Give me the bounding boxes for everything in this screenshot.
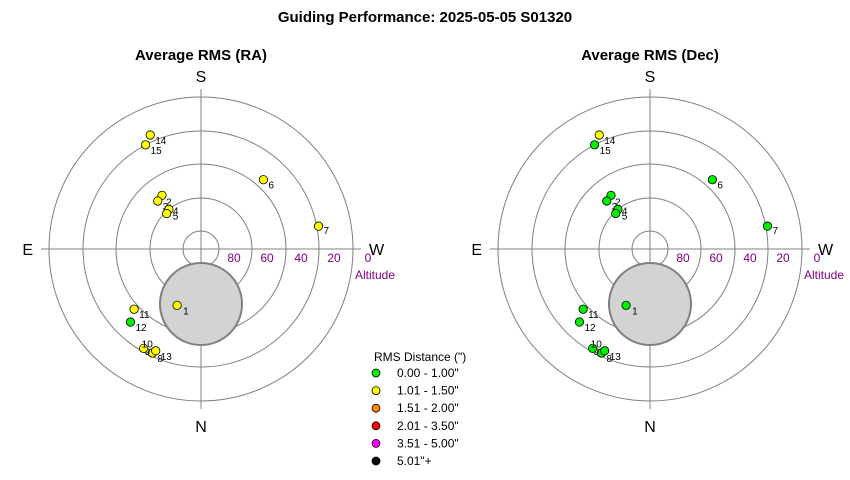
altitude-tick-label: 80 bbox=[227, 251, 241, 265]
direction-left: E bbox=[22, 242, 33, 259]
legend-swatch bbox=[371, 368, 381, 378]
data-point bbox=[153, 196, 163, 206]
direction-left: E bbox=[471, 242, 482, 259]
data-point bbox=[600, 346, 610, 356]
altitude-axis-label: Altitude bbox=[804, 268, 844, 282]
data-point-label: 2 bbox=[166, 197, 172, 208]
altitude-tick-label: 20 bbox=[327, 251, 341, 265]
legend: RMS Distance (") 0.00 - 1.00" 1.01 - 1.50"… bbox=[371, 350, 466, 468]
legend-swatch bbox=[371, 421, 381, 431]
direction-bottom: N bbox=[644, 419, 656, 436]
excluded-region-disc bbox=[159, 262, 243, 346]
legend-title: RMS Distance (") bbox=[374, 350, 466, 364]
excluded-region-disc bbox=[608, 262, 692, 346]
page-title: Guiding Performance: 2025-05-05 S01320 bbox=[277, 9, 573, 26]
data-point-label: 10 bbox=[142, 339, 154, 350]
data-point bbox=[129, 304, 139, 314]
legend-item-label: 1.01 - 1.50" bbox=[397, 384, 459, 398]
data-point-label: 8 bbox=[158, 354, 164, 365]
data-point-label: 6 bbox=[717, 181, 723, 192]
legend-swatch bbox=[371, 403, 381, 413]
data-point bbox=[762, 221, 773, 231]
data-point-label: 15 bbox=[600, 146, 612, 157]
data-point bbox=[258, 175, 268, 185]
chart-title: Average RMS (RA) bbox=[135, 47, 267, 64]
data-point-label: 5 bbox=[173, 212, 179, 223]
data-point bbox=[141, 140, 151, 150]
data-point-label: 2 bbox=[615, 197, 621, 208]
data-point bbox=[139, 343, 149, 353]
data-point-label: 9 bbox=[145, 347, 151, 358]
data-point-label: 13 bbox=[610, 352, 622, 363]
data-point-label: 9 bbox=[594, 347, 600, 358]
altitude-tick-label: 40 bbox=[294, 251, 308, 265]
legend-item-label: 1.51 - 2.00" bbox=[397, 401, 459, 415]
legend-swatch bbox=[371, 438, 381, 448]
direction-bottom: N bbox=[195, 419, 207, 436]
altitude-axis-label: Altitude bbox=[355, 268, 395, 282]
data-point-label: 4 bbox=[622, 206, 628, 217]
altitude-tick-label: 60 bbox=[709, 251, 723, 265]
chart-title: Average RMS (Dec) bbox=[581, 47, 719, 64]
altitude-tick-label: 60 bbox=[260, 251, 274, 265]
legend-swatch bbox=[371, 386, 381, 396]
altitude-tick-label: 80 bbox=[676, 251, 690, 265]
legend-item-label: 0.00 - 1.00" bbox=[397, 366, 459, 380]
data-point-label: 6 bbox=[268, 181, 274, 192]
data-point-label: 14 bbox=[155, 136, 167, 147]
altitude-tick-label: 40 bbox=[743, 251, 757, 265]
data-point-label: 14 bbox=[604, 136, 616, 147]
data-point bbox=[578, 304, 588, 314]
legend-item-label: 3.51 - 5.00" bbox=[397, 436, 459, 450]
data-point-label: 11 bbox=[588, 310, 599, 321]
data-point bbox=[621, 300, 631, 310]
data-point bbox=[594, 130, 604, 140]
direction-right: W bbox=[818, 242, 834, 259]
legend-item-label: 2.01 - 3.50" bbox=[397, 419, 459, 433]
direction-right: W bbox=[369, 242, 385, 259]
data-point-label: 1 bbox=[183, 306, 189, 317]
altitude-tick-label: 0 bbox=[365, 251, 372, 265]
direction-top: S bbox=[196, 69, 207, 86]
data-point-label: 12 bbox=[135, 323, 147, 334]
data-point bbox=[590, 140, 600, 150]
data-point-label: 1 bbox=[632, 306, 638, 317]
data-point-label: 5 bbox=[622, 212, 628, 223]
legend-swatch bbox=[371, 456, 381, 466]
data-point-label: 12 bbox=[584, 323, 596, 334]
data-point bbox=[313, 221, 324, 231]
data-point bbox=[162, 208, 172, 219]
data-point bbox=[151, 346, 161, 356]
data-point bbox=[611, 208, 621, 219]
direction-top: S bbox=[645, 69, 656, 86]
data-point-label: 4 bbox=[173, 206, 179, 217]
data-point bbox=[588, 343, 598, 353]
altitude-tick-label: 0 bbox=[814, 251, 821, 265]
data-point bbox=[602, 196, 612, 206]
data-point-label: 15 bbox=[151, 146, 163, 157]
data-point bbox=[172, 300, 182, 310]
data-point-label: 10 bbox=[591, 339, 603, 350]
polar-chart-ra: Average RMS (RA)SNEW806040200Altitude123… bbox=[22, 47, 395, 436]
data-point bbox=[125, 317, 136, 327]
data-point-label: 13 bbox=[161, 352, 173, 363]
data-point bbox=[707, 175, 717, 185]
data-point-label: 8 bbox=[607, 354, 613, 365]
data-point-label: 7 bbox=[324, 226, 330, 237]
data-point bbox=[574, 317, 585, 327]
data-point-label: 11 bbox=[139, 310, 150, 321]
legend-item-label: 5.01"+ bbox=[397, 454, 432, 468]
data-point-label: 7 bbox=[773, 226, 779, 237]
altitude-tick-label: 20 bbox=[776, 251, 790, 265]
data-point bbox=[145, 130, 155, 140]
